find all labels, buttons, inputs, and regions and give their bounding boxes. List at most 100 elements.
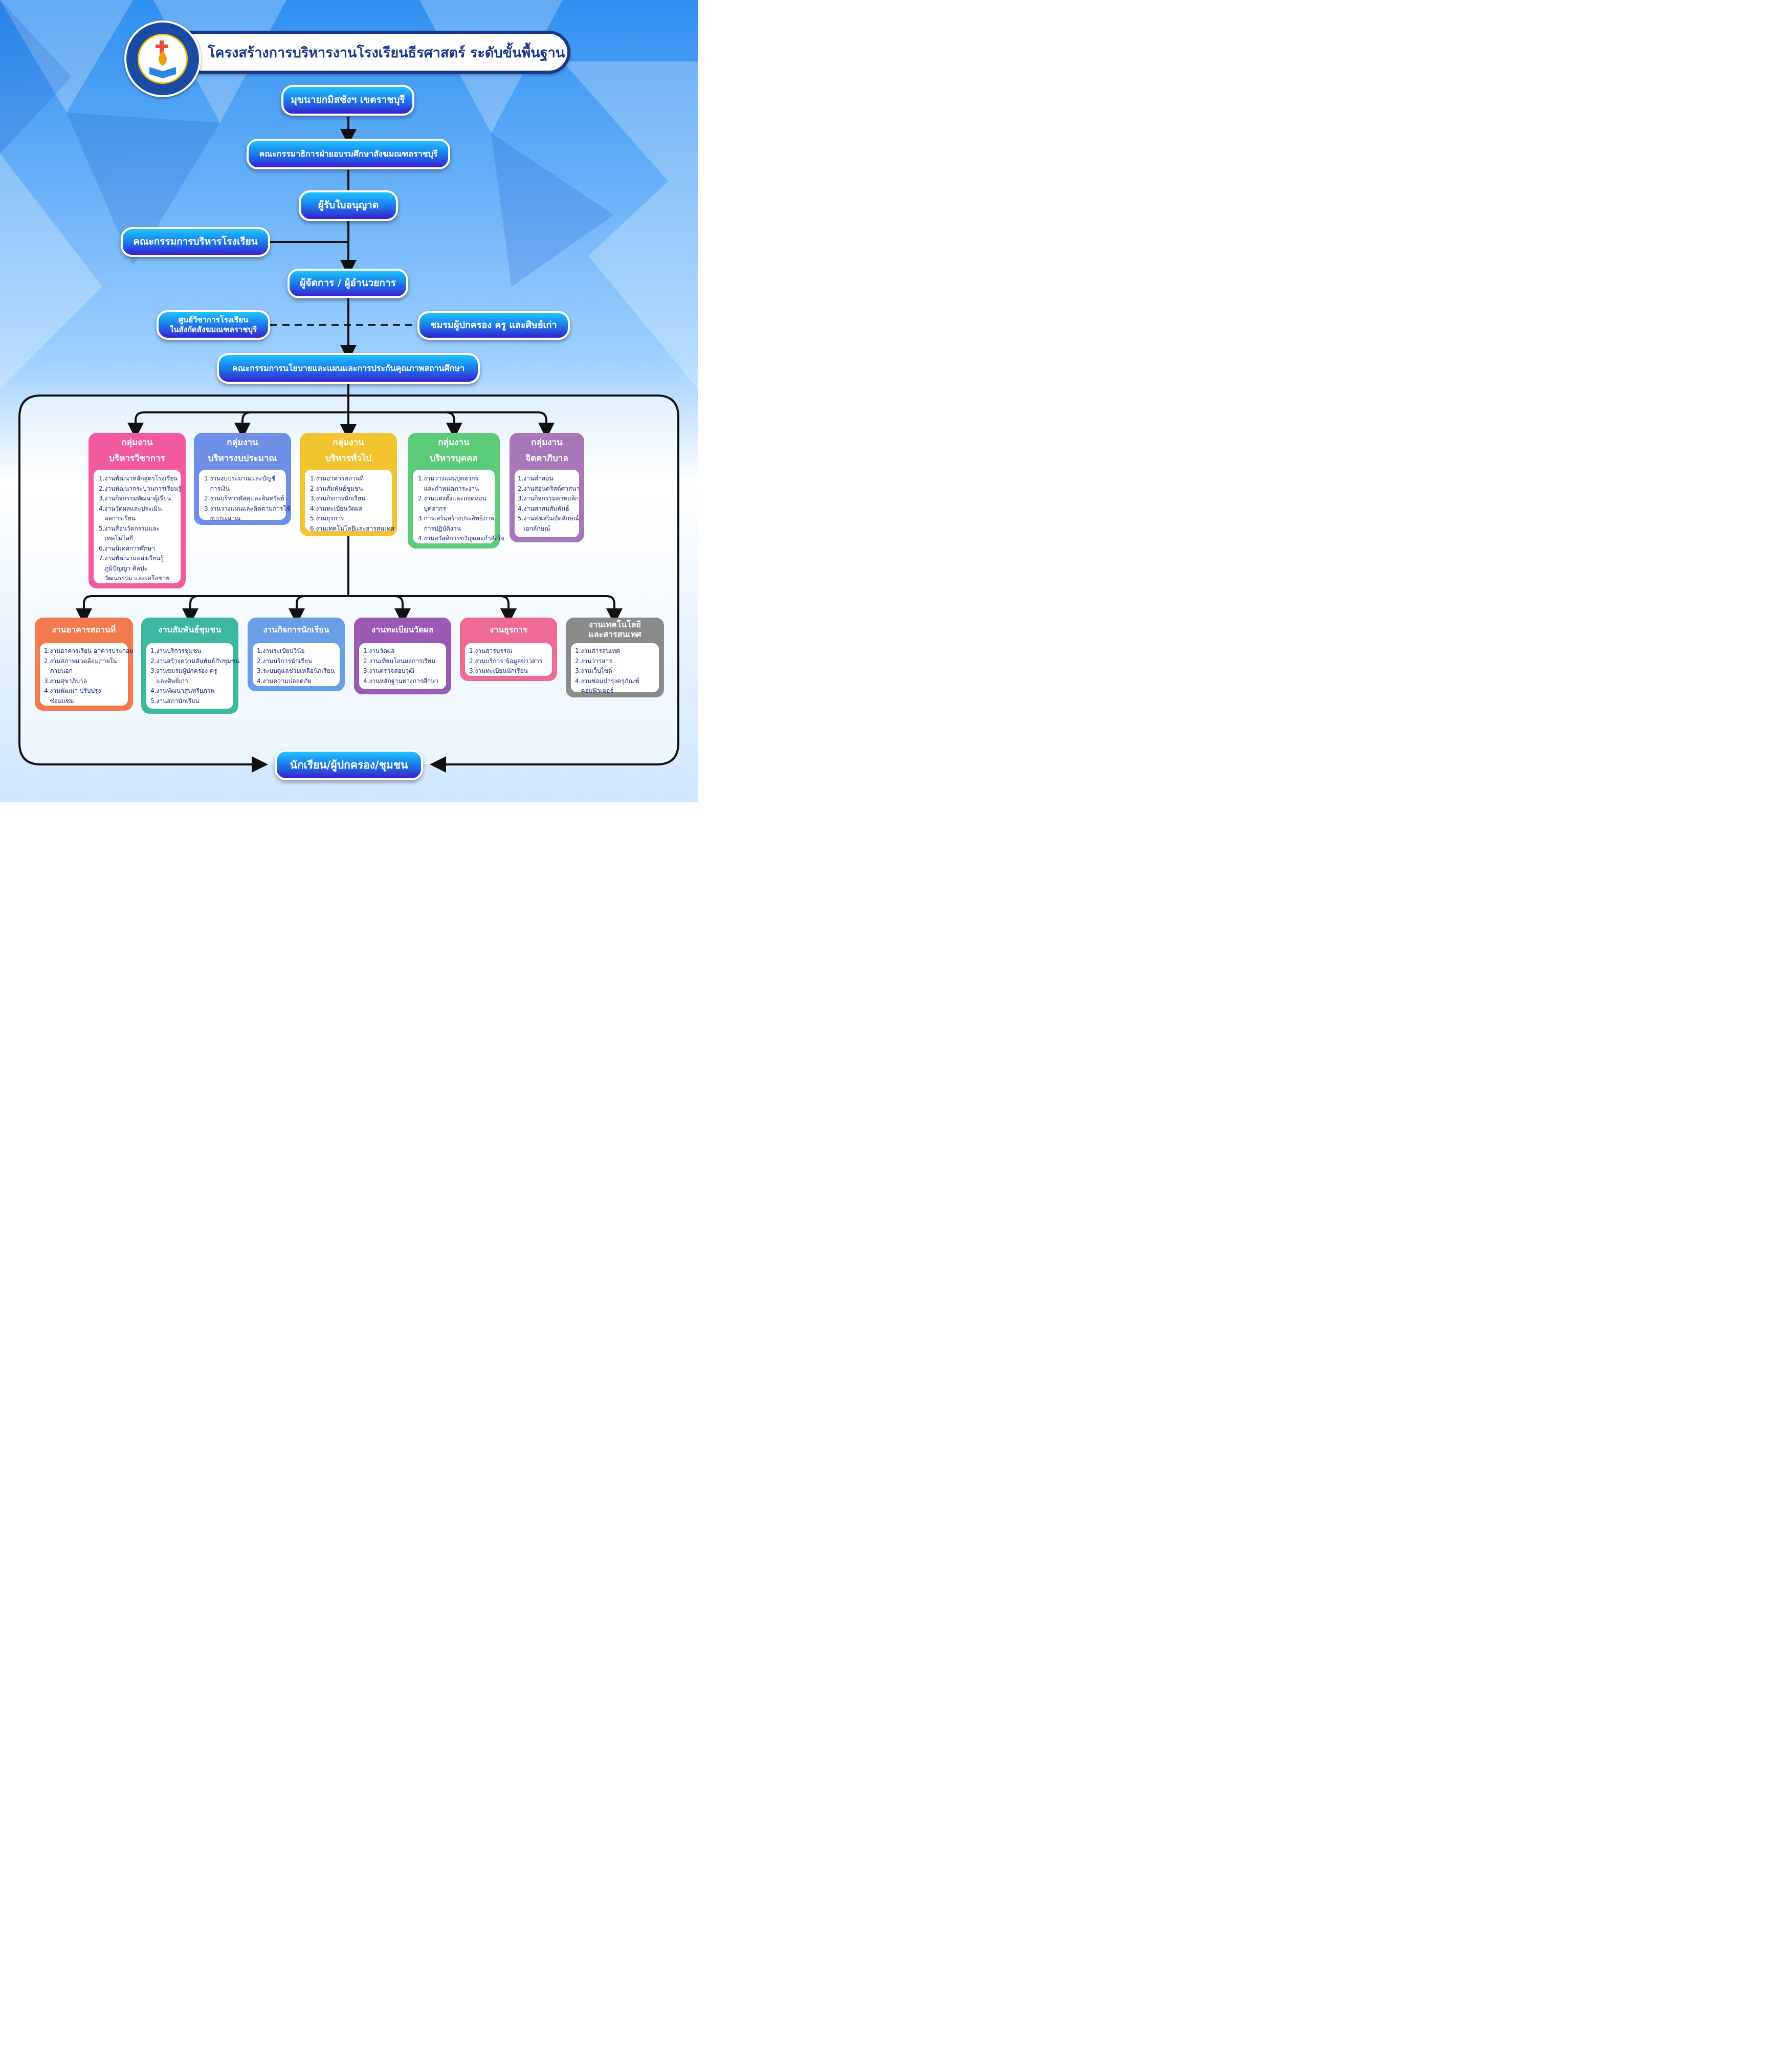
sub-item: 2.งานเทียบโอนผลการเรียน [363,657,436,665]
group-general: กลุ่มงานบริหารทั่วไป 1.งานอาคารสถานที่2.… [300,433,397,536]
group-item: 6.งานเทคโนโลยีและสารสนเทศ [310,524,394,532]
group-title-1: กลุ่มงาน [227,437,258,448]
sub-item: ภายนอก [44,667,73,674]
academic-center-node: ศูนย์วิชาการโรงเรียน ในสังกัดสังฆมณฑลราช… [157,310,270,340]
director-node: ผู้จัดการ / ผู้อำนวยการ [287,269,408,298]
sub-technology: งานเทคโนโลยี และสารสนเทศ 1.งานสารสนเทศ 2.… [566,618,664,697]
group-item: 4.งานวัดผลและประเมิน [99,505,162,512]
diocese-label: มุขนายกมิสซังฯ เขตราชบุรี [291,94,405,106]
sub-item: 4.งานพัฒนาสุนทรียภาพ [150,687,215,694]
community-label: นักเรียน/ผู้ปกครอง/ชุมชน [290,758,408,771]
education-committee-label: คณะกรรมาธิการฝ่ายอบรมศึกษาสังฆมณฑลราชบุร… [259,149,438,159]
group-item: เทคโนโลยี [99,535,133,542]
group-item: 2.งานบริหารพัสดุและสินทรัพย์ [204,495,284,502]
group-title-1: กลุ่มงาน [121,437,153,448]
group-title-1: กลุ่มงาน [438,437,470,448]
sub-title: งานกิจการนักเรียน [263,624,329,634]
group-item: การเงิน [204,485,230,492]
group-title-1: กลุ่มงาน [531,437,563,448]
sub-item-list: 1.งานสารบรรณ 2.งานบริการ ข้อมูลข่าวสาร 3.ง… [465,643,552,676]
group-item: เอกลักษณ์ [518,524,550,532]
group-item: 2.งานสัมพันธ์ชุมชน [310,485,363,492]
group-item: และกำหนดภาระงาน [418,485,479,492]
policy-committee-label: คณะกรรมการนโยบายและแผนและการประกันคุณภาพ… [232,363,464,373]
school-logo [124,20,201,97]
sub-item: 2.งานวารสาร [575,657,612,665]
sub-item: 2.งานบริการ ข้อมูลข่าวสาร [469,657,543,665]
education-committee-node: คณะกรรมาธิการฝ่ายอบรมศึกษาสังฆมณฑลราชบุร… [247,139,450,169]
torch-icon [149,40,176,78]
licensee-label: ผู้รับใบอนุญาต [318,200,379,211]
sub-building: งานอาคารสถานที่ 1.งานอาคารเรียน อาคารประ… [35,618,134,711]
sub-item: ซ่อมแซม [44,697,74,705]
sub-item: 3.งานสุขาภิบาล [44,677,87,685]
group-item: 3.งานวางแผนและติดตามการใช้ [204,505,291,512]
sub-item: 4.งานพัฒนา ปรับปรุง [44,687,101,694]
sub-item: 4.งานหลักฐานทางการศึกษา [363,677,438,685]
sub-item: 2.งานสร้างความสัมพันธ์กับชุมชน [150,657,239,665]
diocese-node: มุขนายกมิสซังฯ เขตราชบุรี [281,85,414,116]
group-item: งบประมาณ [204,515,241,522]
group-title-1: กลุ่มงาน [333,437,364,448]
school-board-label: คณะกรรมการบริหารโรงเรียน [133,236,258,248]
school-board-node: คณะกรรมการบริหารโรงเรียน [121,227,270,257]
sub-title: งานทะเบียนวัดผล [371,624,434,634]
sub-item: 1.งานบริการชุมชน [150,647,202,654]
sub-item: 3.งานเว็บไซต์ [575,667,612,674]
group-title-2: บริหารงบประมาณ [208,453,277,464]
group-item: 1.งานงบประมาณและบัญชี [204,475,276,482]
sub-item: 4.งานซ่อมบำรุงครุภัณฑ์ [575,677,639,685]
sub-item: 1.งานสารสนเทศ [575,647,620,654]
group-item: 3.การเสริมสร้างประสิทธิภาพ [418,515,495,522]
group-item: ภูมิปัญญา ศิลปะ [99,564,147,572]
sub-item: 2.งานบริการนักเรียน [257,657,313,665]
page-title-text: โครงสร้างการบริหารงานโรงเรียนธีรศาสตร์ ร… [208,45,565,61]
group-item: การปฏิบัติงาน [418,524,461,532]
group-item: 2.งานแต่งตั้งและถอดถอน [418,495,486,502]
sub-title: งานเทคโนโลยี และสารสนเทศ [588,620,641,639]
sub-item: 1.งานอาคารเรียน อาคารประกอบ [44,647,134,654]
licensee-node: ผู้รับใบอนุญาต [299,190,398,221]
sub-item-list: 1.งานระเบียบวินัย 2.งานบริการนักเรียน 3.ระ… [253,643,340,686]
group-item: 1.งานคำสอน [518,475,554,482]
page-title: โครงสร้างการบริหารงานโรงเรียนธีรศาสตร์ ร… [148,31,570,74]
community-node: นักเรียน/ผู้ปกครอง/ชุมชน [275,750,423,780]
sub-item: 1.งานระเบียบวินัย [257,647,305,654]
sub-item: 4.งานความปลอดภัย [257,677,312,685]
director-label: ผู้จัดการ / ผู้อำนวยการ [300,277,396,289]
group-item-list: 1.งานอาคารสถานที่ 2.งานสัมพันธ์ชุมชน 3.งาน… [305,470,394,532]
group-item: วัฒนธรรม และเครือข่าย [99,575,170,582]
group-item: 3.งานกิจการนักเรียน [310,495,366,502]
group-item: 2.งานพัฒนากระบวนการเรียนรู้ [99,485,182,492]
parents-club-node: ชมรมผู้ปกครอง ครู และศิษย์เก่า [417,311,570,340]
sub-item: 1.งานสารบรรณ [469,647,513,654]
group-item: 4.งานทะเบียนวัดผล [310,505,363,512]
group-item: 6.งานนิเทศการศึกษา [99,544,156,552]
group-item-list: 1.งานพัฒนาหลักสูตรโรงเรียน 2.งานพัฒนากระบ… [94,470,181,583]
group-item: 7.งานพัฒนาแหล่งเรียนรู้ [99,555,164,562]
group-item: 4.งานศาสนสัมพันธ์ [518,505,569,512]
sub-item: 3.งานทะเบียนนักเรียน [469,667,528,674]
group-budget: กลุ่มงานบริหารงบประมาณ 1.งานงบประมาณและบ… [194,433,291,525]
sub-item: 3.ระบบดูแลช่วยเหลือนักเรียน [257,667,335,674]
group-item-list: 1.งานวางแผนบุคลากร และกำหนดภาระงาน 2.งานแ… [413,470,504,543]
sub-item: คอมพิวเตอร์ [575,687,613,694]
sub-student-affairs: งานกิจการนักเรียน 1.งานระเบียบวินัย 2.งาน… [248,618,345,691]
group-item: 1.งานพัฒนาหลักสูตรโรงเรียน [99,475,178,482]
sub-title: งานอาคารสถานที่ [52,624,116,634]
sub-item-list: 1.งานอาคารเรียน อาคารประกอบ 2.งานสภาพแวดล… [40,643,134,706]
group-item: 1.งานวางแผนบุคลากร [418,475,479,482]
academic-center-line1: ศูนย์วิชาการโรงเรียน [178,315,249,325]
group-personnel: กลุ่มงานบริหารบุคคล 1.งานวางแผนบุคลากร แ… [408,433,504,549]
sub-item-list: 1.งานบริการชุมชน 2.งานสร้างความสัมพันธ์กั… [146,643,239,709]
sub-item: 2.งานสภาพแวดล้อมภายใน [44,657,117,665]
group-item: 1.งานอาคารสถานที่ [310,475,364,482]
group-item: ผลการเรียน [99,515,136,522]
logo-emblem [138,34,188,84]
policy-committee-node: คณะกรรมการนโยบายและแผนและการประกันคุณภาพ… [217,353,480,384]
